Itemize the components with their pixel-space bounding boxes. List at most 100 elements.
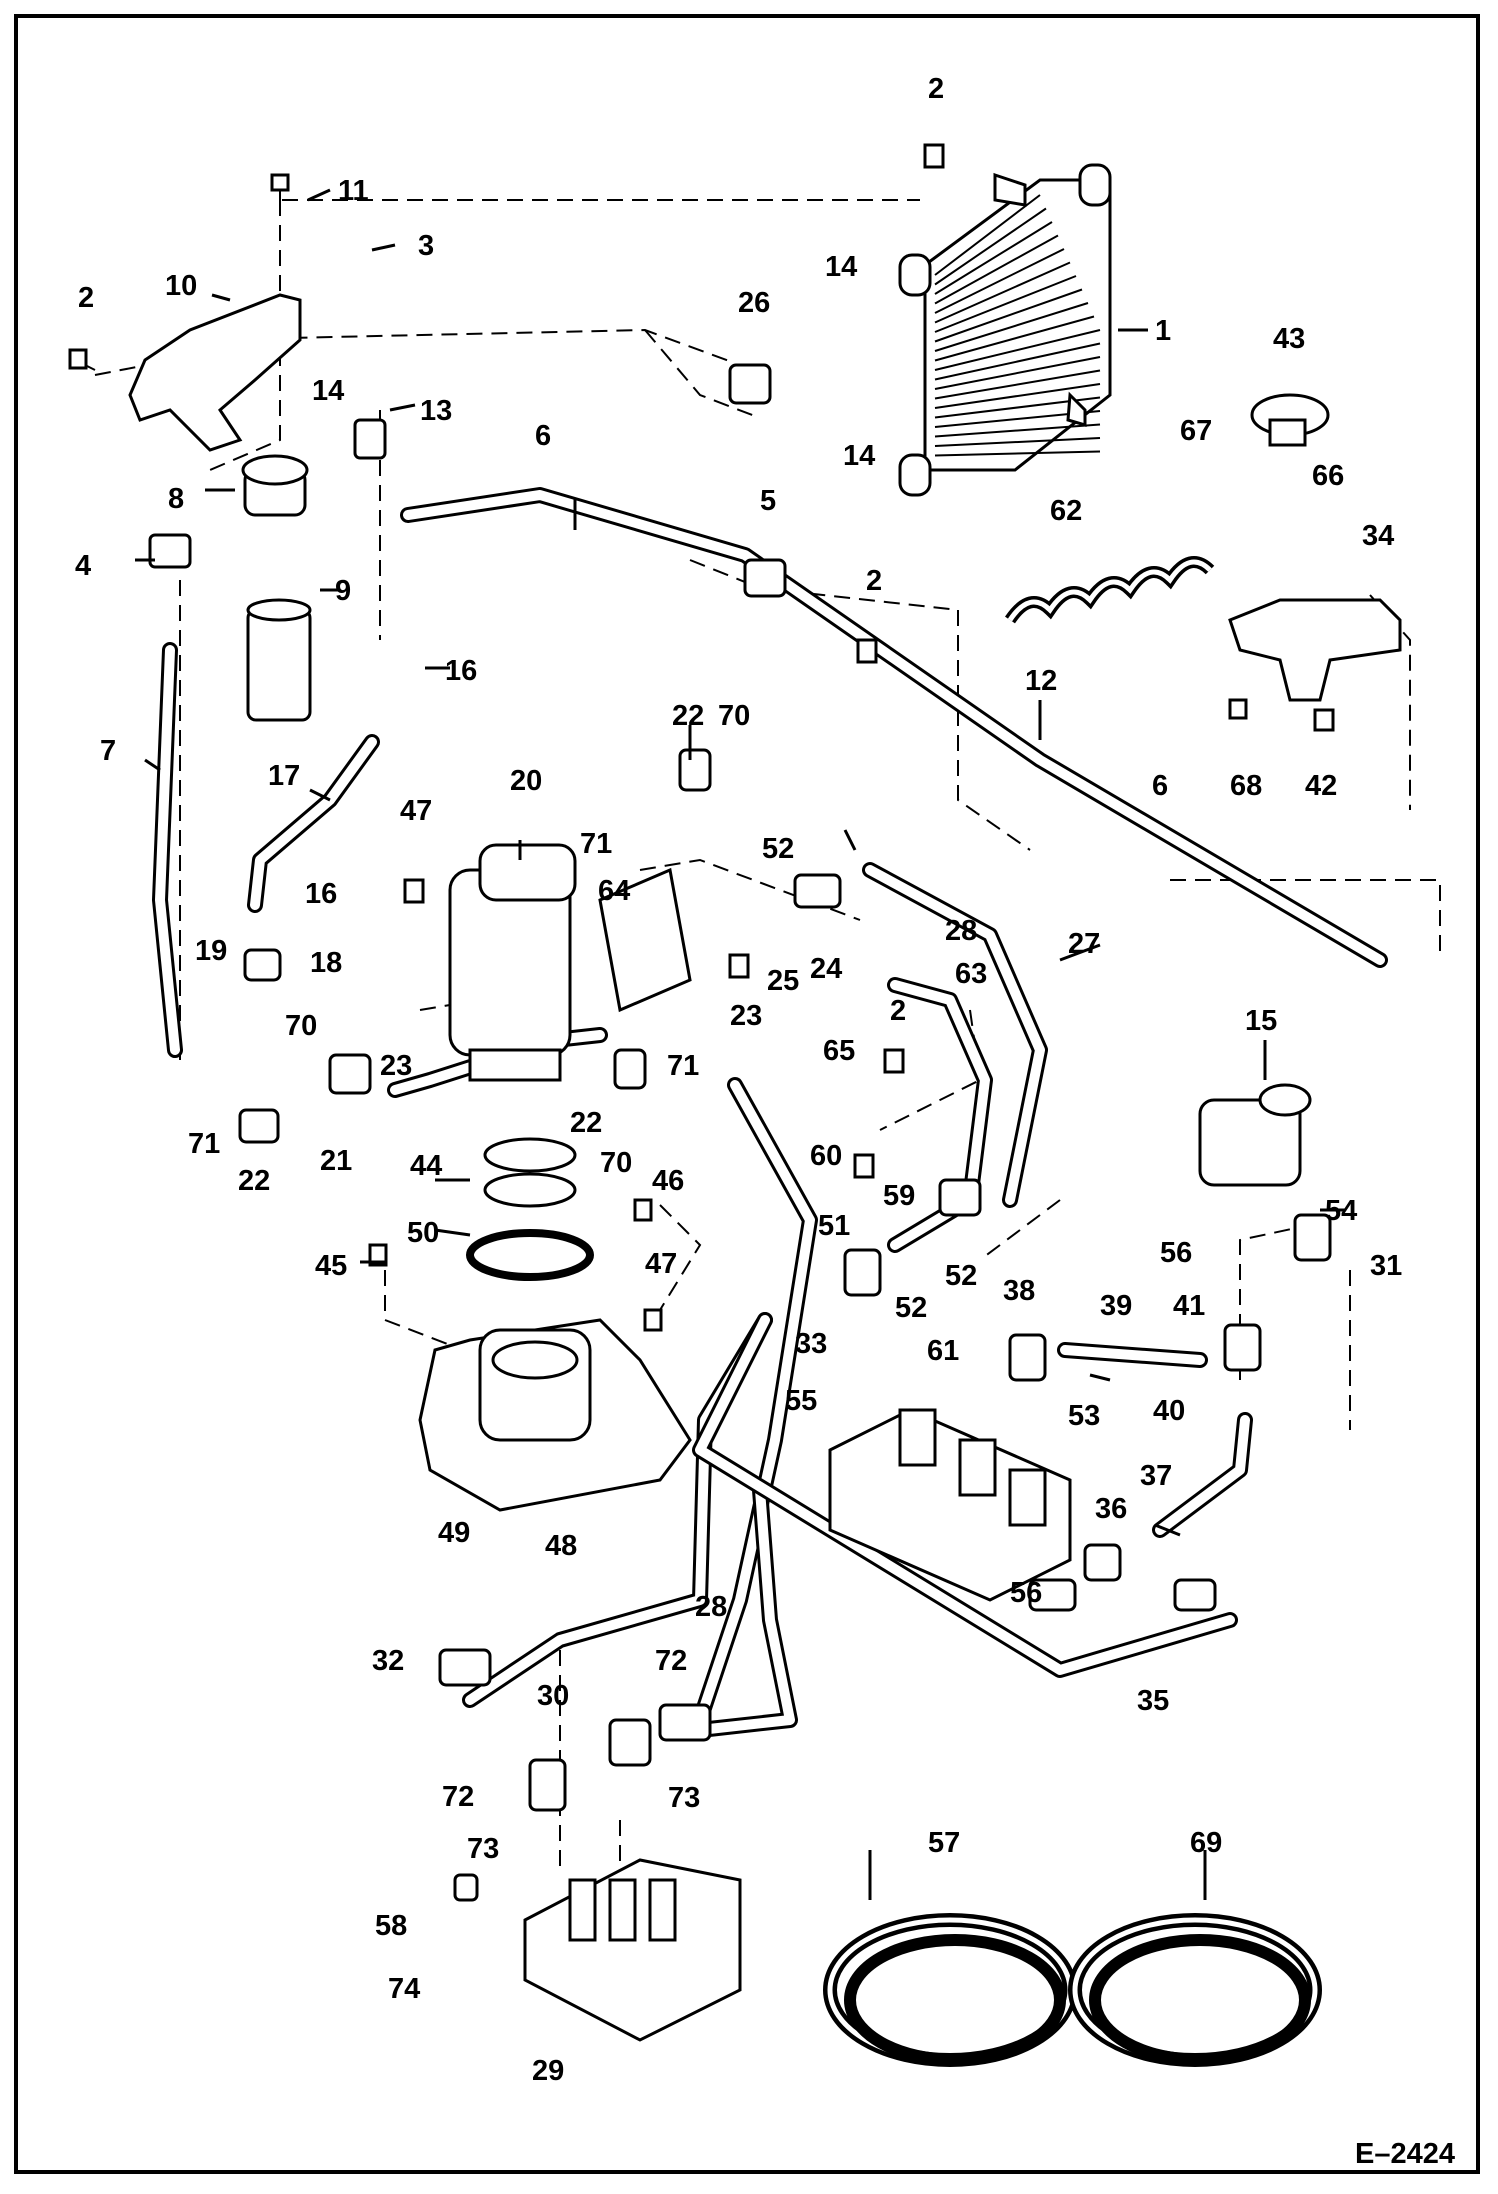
callout-18: 18 [310, 947, 342, 979]
callout-2: 2 [78, 282, 94, 314]
callout-49: 49 [438, 1517, 470, 1549]
filter-element [246, 598, 312, 722]
filter-bracket [128, 293, 302, 452]
callout-47: 47 [645, 1248, 677, 1280]
callout-26: 26 [738, 287, 770, 319]
callout-70: 70 [718, 700, 750, 732]
cooler-fin [934, 234, 1059, 305]
callout-45: 45 [315, 1250, 347, 1282]
callout-73: 73 [467, 1833, 499, 1865]
callout-72: 72 [442, 1781, 474, 1813]
callout-34: 34 [1362, 520, 1394, 552]
callout-3: 3 [418, 230, 434, 262]
callout-50: 50 [407, 1217, 439, 1249]
callout-56: 56 [1010, 1577, 1042, 1609]
callout-32: 32 [372, 1645, 404, 1677]
cooler-fin [934, 288, 1083, 343]
callout-52: 52 [895, 1292, 927, 1324]
callout-71: 71 [667, 1050, 699, 1082]
o-ring-large [466, 1229, 594, 1281]
callout-30: 30 [537, 1680, 569, 1712]
callout-20: 20 [510, 765, 542, 797]
callout-7: 7 [100, 735, 116, 767]
cooler-fin [934, 383, 1101, 409]
callout-66: 66 [1312, 460, 1344, 492]
callout-28: 28 [945, 915, 977, 947]
callout-48: 48 [545, 1530, 577, 1562]
hose-coil-right [1068, 1913, 1322, 2067]
callout-72: 72 [655, 1645, 687, 1677]
callout-55: 55 [785, 1385, 817, 1417]
callout-41: 41 [1173, 1290, 1205, 1322]
callout-19: 19 [195, 935, 227, 967]
auxiliary-pump [1198, 1083, 1312, 1187]
callout-70: 70 [600, 1147, 632, 1179]
callout-53: 53 [1068, 1400, 1100, 1432]
callout-60: 60 [810, 1140, 842, 1172]
callout-15: 15 [1245, 1005, 1277, 1037]
callout-64: 64 [598, 875, 630, 907]
callout-73: 73 [668, 1782, 700, 1814]
callout-leaders [135, 188, 1345, 1900]
hydraulic-motor [448, 843, 577, 1082]
cooler-fin [934, 437, 1101, 447]
figure-reference: E–2424 [1355, 2138, 1455, 2170]
callout-2: 2 [866, 565, 882, 597]
callout-63: 63 [955, 958, 987, 990]
callout-68: 68 [1230, 770, 1262, 802]
filler-cap [1250, 393, 1330, 447]
cooler-fin [934, 221, 1053, 295]
callout-22: 22 [570, 1107, 602, 1139]
callout-52: 52 [762, 833, 794, 865]
callout-35: 35 [1137, 1685, 1169, 1717]
callout-43: 43 [1273, 323, 1305, 355]
callout-22: 22 [238, 1165, 270, 1197]
main-valve [523, 1858, 742, 2042]
callout-59: 59 [883, 1180, 915, 1212]
callout-74: 74 [388, 1973, 420, 2005]
callout-1: 1 [1155, 315, 1171, 347]
callout-12: 12 [1025, 665, 1057, 697]
cooler-fin [934, 302, 1089, 352]
callout-62: 62 [1050, 495, 1082, 527]
callout-36: 36 [1095, 1493, 1127, 1525]
cooler-fin [934, 275, 1077, 333]
callout-16: 16 [445, 655, 477, 687]
callout-69: 69 [1190, 1827, 1222, 1859]
callout-23: 23 [730, 1000, 762, 1032]
callout-44: 44 [410, 1150, 442, 1182]
callout-71: 71 [580, 828, 612, 860]
cooler-fin [934, 369, 1101, 400]
cooler-fin [934, 194, 1041, 276]
callout-33: 33 [795, 1328, 827, 1360]
callout-56: 56 [1160, 1237, 1192, 1269]
callout-23: 23 [380, 1050, 412, 1082]
callout-14: 14 [312, 375, 344, 407]
cooler-fin [934, 261, 1071, 324]
callout-40: 40 [1153, 1395, 1185, 1427]
callout-24: 24 [810, 953, 842, 985]
callout-11: 11 [338, 175, 369, 207]
callout-22: 22 [672, 700, 704, 732]
callout-4: 4 [75, 550, 91, 582]
cooler-fin [934, 315, 1095, 362]
oil-cooler [898, 163, 1112, 497]
spring-guard [1005, 556, 1215, 624]
callout-71: 71 [188, 1128, 220, 1160]
callout-27: 27 [1068, 928, 1100, 960]
cooler-fin [934, 329, 1101, 371]
hoses [152, 487, 1388, 1738]
callout-70: 70 [285, 1010, 317, 1042]
pump-mount-plate [418, 1318, 692, 1512]
filter-head [241, 454, 309, 517]
callout-67: 67 [1180, 415, 1212, 447]
callout-65: 65 [823, 1035, 855, 1067]
callout-6: 6 [535, 420, 551, 452]
callout-14: 14 [825, 251, 857, 283]
callout-61: 61 [927, 1335, 959, 1367]
callout-51: 51 [818, 1210, 850, 1242]
callout-labels: 1 2 2 2 2 3 4 5 6 6 7 8 9 10 11 12 13 14… [75, 73, 1402, 2087]
cooler-fin [934, 423, 1101, 438]
support-bracket [1228, 598, 1402, 702]
cooler-fin [934, 248, 1065, 314]
